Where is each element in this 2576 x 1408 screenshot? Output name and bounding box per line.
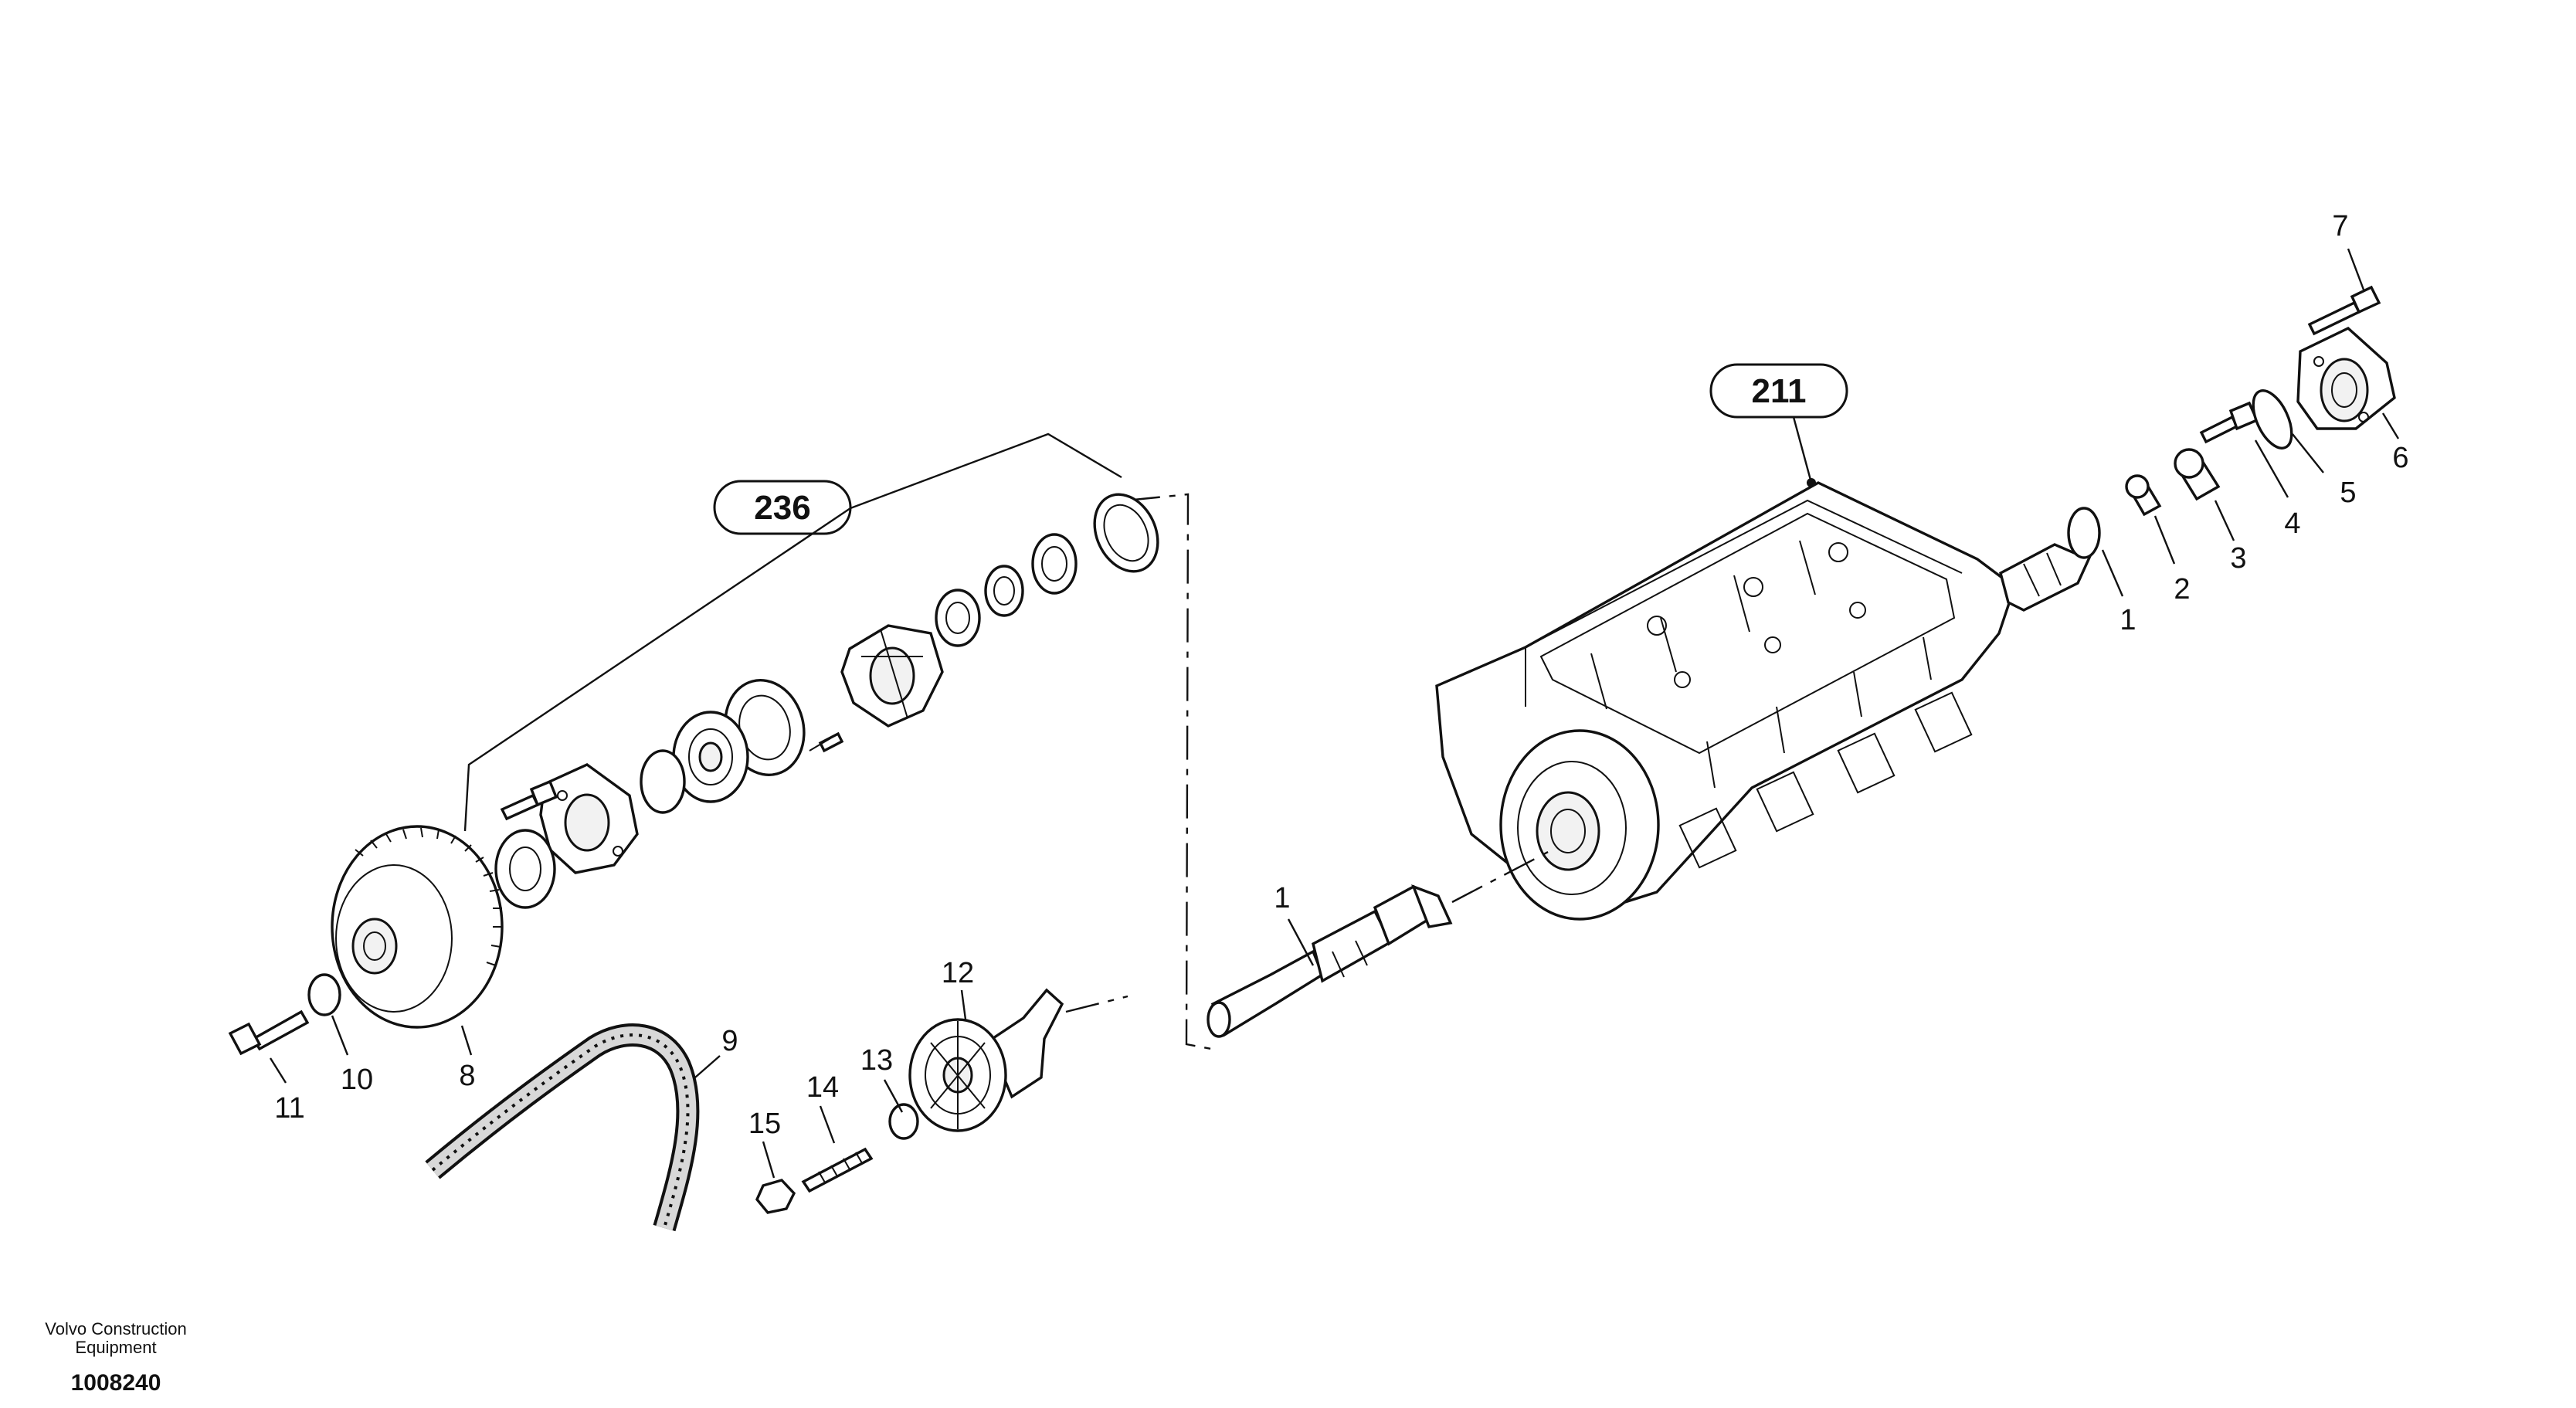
reference-label-236: 236 — [754, 489, 810, 527]
callout-2: 2 — [2174, 573, 2190, 606]
timing-gear-8 — [331, 825, 504, 1029]
reference-label-211: 211 — [1752, 372, 1807, 410]
spacer-3 — [2174, 448, 2221, 501]
bolt-4 — [2199, 401, 2259, 444]
callout-13: 13 — [860, 1044, 893, 1077]
callout-10: 10 — [341, 1064, 373, 1096]
callout-15: 15 — [748, 1108, 781, 1140]
bolt-236 — [500, 779, 558, 821]
nut-15 — [755, 1179, 796, 1214]
camshaft-front — [1207, 848, 1553, 1038]
tensioner-12 — [908, 988, 1128, 1132]
brand-line-2: Equipment — [75, 1338, 156, 1357]
callout-7: 7 — [2332, 210, 2348, 243]
callout-8: 8 — [459, 1060, 475, 1092]
callout-3: 3 — [2230, 542, 2246, 575]
timing-belt-9 — [425, 1023, 700, 1232]
bushing-2 — [2125, 474, 2162, 517]
callout-14: 14 — [806, 1071, 839, 1104]
bearing-236 — [672, 711, 749, 803]
camshaft-rear — [1999, 507, 2101, 612]
callout-9: 9 — [721, 1025, 738, 1057]
reference-group-211: 211 — [1709, 363, 1848, 483]
cover-plate-6 — [2296, 326, 2396, 430]
drawing-number: 1008240 — [71, 1370, 161, 1396]
o-ring-236 — [640, 749, 686, 814]
retaining-ring — [1093, 493, 1159, 573]
stud-14 — [801, 1147, 874, 1193]
callout-leaders — [269, 248, 2400, 1179]
callout-11: 11 — [274, 1092, 304, 1125]
callout-6: 6 — [2392, 442, 2408, 474]
callout-4: 4 — [2284, 507, 2300, 540]
bolt-7 — [2307, 285, 2381, 336]
spring-pack — [935, 533, 1078, 647]
washer-13 — [888, 1103, 919, 1140]
screw-small — [809, 731, 844, 753]
callout-5: 5 — [2340, 477, 2356, 509]
drive-coupling — [840, 624, 944, 728]
bolt-11 — [228, 1009, 310, 1056]
seal-236 — [494, 829, 556, 909]
cylinder-head — [1435, 478, 2017, 921]
housing-236 — [539, 763, 639, 874]
callout-1-front: 1 — [1274, 882, 1290, 914]
alignment-line — [1125, 493, 1212, 1050]
callout-12: 12 — [942, 957, 974, 989]
washer-10 — [307, 973, 341, 1016]
o-ring-5 — [2252, 389, 2293, 450]
reference-group-236: 236 — [463, 433, 1122, 832]
callout-1-rear: 1 — [2120, 604, 2136, 636]
brand-line-1: Volvo Construction — [45, 1319, 186, 1338]
